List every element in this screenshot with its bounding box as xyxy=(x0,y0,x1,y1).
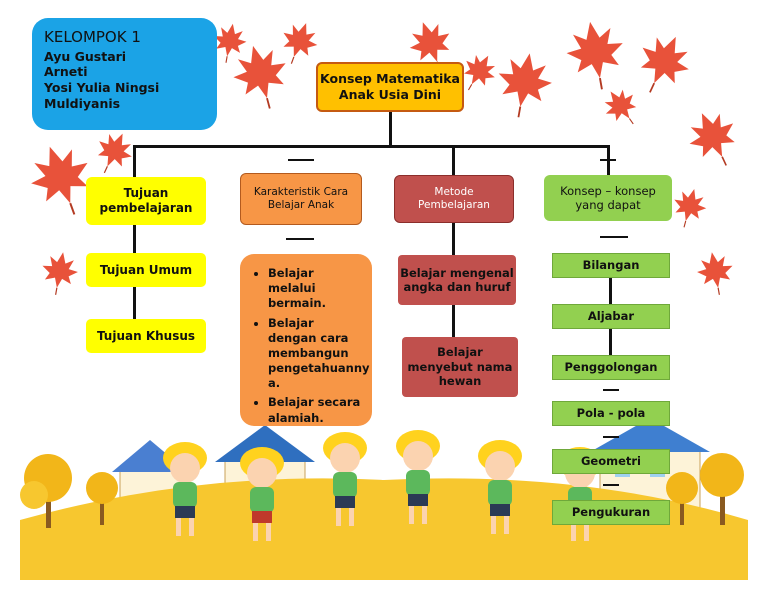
konsep-item-pola: Pola - pola xyxy=(552,401,670,426)
metode-child2-line3: hewan xyxy=(438,374,482,389)
konsep-item-geometri: Geometri xyxy=(552,449,670,474)
karakteristik-header-line2: Belajar Anak xyxy=(267,199,335,211)
metode-child1-line2: angka dan huruf xyxy=(403,280,511,294)
group-member: Yosi Yulia Ningsi xyxy=(44,80,160,95)
tujuan-khusus-label: Tujuan Khusus xyxy=(96,328,196,343)
bullet-item: Belajar secara alamiah. xyxy=(268,395,364,425)
group-member: Ayu Gustari xyxy=(44,48,127,64)
tree-illustration xyxy=(20,453,744,528)
tujuan-header-line1: Tujuan xyxy=(123,186,169,200)
connector-karakteristik-dash2 xyxy=(286,238,314,240)
konsep-item-label: Geometri xyxy=(580,454,642,469)
tujuan-umum-label: Tujuan Umum xyxy=(99,262,193,277)
root-node: Konsep Matematika Anak Usia Dini xyxy=(316,62,464,112)
metode-header-node: Metode Pembelajaran xyxy=(394,175,514,223)
metode-header-line2: Pembelajaran xyxy=(418,199,490,211)
connector-root-down xyxy=(389,112,392,146)
connector-metode-2 xyxy=(452,305,455,337)
connector-karakteristik-dash xyxy=(288,159,314,161)
metode-child1-node: Belajar mengenal angka dan huruf xyxy=(398,255,516,305)
konsep-dash-3 xyxy=(603,436,619,438)
group-box: KELOMPOK 1 Ayu Gustari Arneti Yosi Yulia… xyxy=(32,18,217,130)
connector-horizontal xyxy=(133,145,610,148)
root-label-line1: Konsep Matematika xyxy=(320,71,460,87)
connector-tujuan xyxy=(133,145,136,177)
konsep-item-aljabar: Aljabar xyxy=(552,304,670,329)
metode-child2-line1: Belajar xyxy=(437,345,483,360)
konsep-item-penggolongan: Penggolongan xyxy=(552,355,670,380)
tujuan-khusus-node: Tujuan Khusus xyxy=(86,319,206,353)
metode-child1-line1: Belajar mengenal xyxy=(400,265,514,280)
tujuan-umum-node: Tujuan Umum xyxy=(86,253,206,287)
metode-header-line1: Metode xyxy=(434,185,474,198)
connector-tujuan-1 xyxy=(133,225,136,253)
group-member: Arneti xyxy=(44,64,88,80)
konsep-header-line2: yang dapat xyxy=(575,198,641,212)
metode-child2-line2: menyebut nama xyxy=(407,359,513,374)
connector-tujuan-2 xyxy=(133,287,136,319)
connector-konsep-dash xyxy=(600,159,616,161)
bullet-item: Belajar melalui bermain. xyxy=(268,266,364,312)
metode-child2-node: Belajar menyebut nama hewan xyxy=(402,337,518,397)
konsep-item-pengukuran: Pengukuran xyxy=(552,500,670,525)
bullet-item: Belajar dengan cara membangun pengetahua… xyxy=(268,316,370,392)
konsep-header-node: Konsep – konsep yang dapat xyxy=(544,175,672,221)
karakteristik-header-line1: Karakteristik Cara xyxy=(253,185,349,198)
connector-metode-1 xyxy=(452,223,455,255)
connector-konsep-1 xyxy=(609,278,612,304)
karakteristik-bullet-list: Belajar melalui bermain. Belajar dengan … xyxy=(250,266,370,426)
konsep-dash xyxy=(600,236,628,238)
konsep-dash-2 xyxy=(603,389,619,391)
konsep-item-bilangan: Bilangan xyxy=(552,253,670,278)
tujuan-header-line2: pembelajaran xyxy=(99,201,193,215)
karakteristik-header-node: Karakteristik Cara Belajar Anak xyxy=(240,173,362,225)
konsep-dash-4 xyxy=(603,484,619,486)
konsep-item-label: Pola - pola xyxy=(576,406,646,421)
root-label-line2: Anak Usia Dini xyxy=(338,87,442,102)
group-member: Muldiyanis xyxy=(44,95,121,111)
connector-metode xyxy=(452,145,455,175)
tujuan-header-node: Tujuan pembelajaran xyxy=(86,177,206,225)
konsep-item-label: Penggolongan xyxy=(564,360,658,375)
konsep-header-line1: Konsep – konsep xyxy=(560,183,656,198)
group-title: KELOMPOK 1 xyxy=(44,28,141,46)
connector-konsep-2 xyxy=(609,329,612,355)
konsep-item-label: Pengukuran xyxy=(571,505,651,520)
konsep-item-label: Aljabar xyxy=(587,309,635,324)
karakteristik-bullets-node: Belajar melalui bermain. Belajar dengan … xyxy=(240,254,372,426)
konsep-item-label: Bilangan xyxy=(582,258,640,273)
